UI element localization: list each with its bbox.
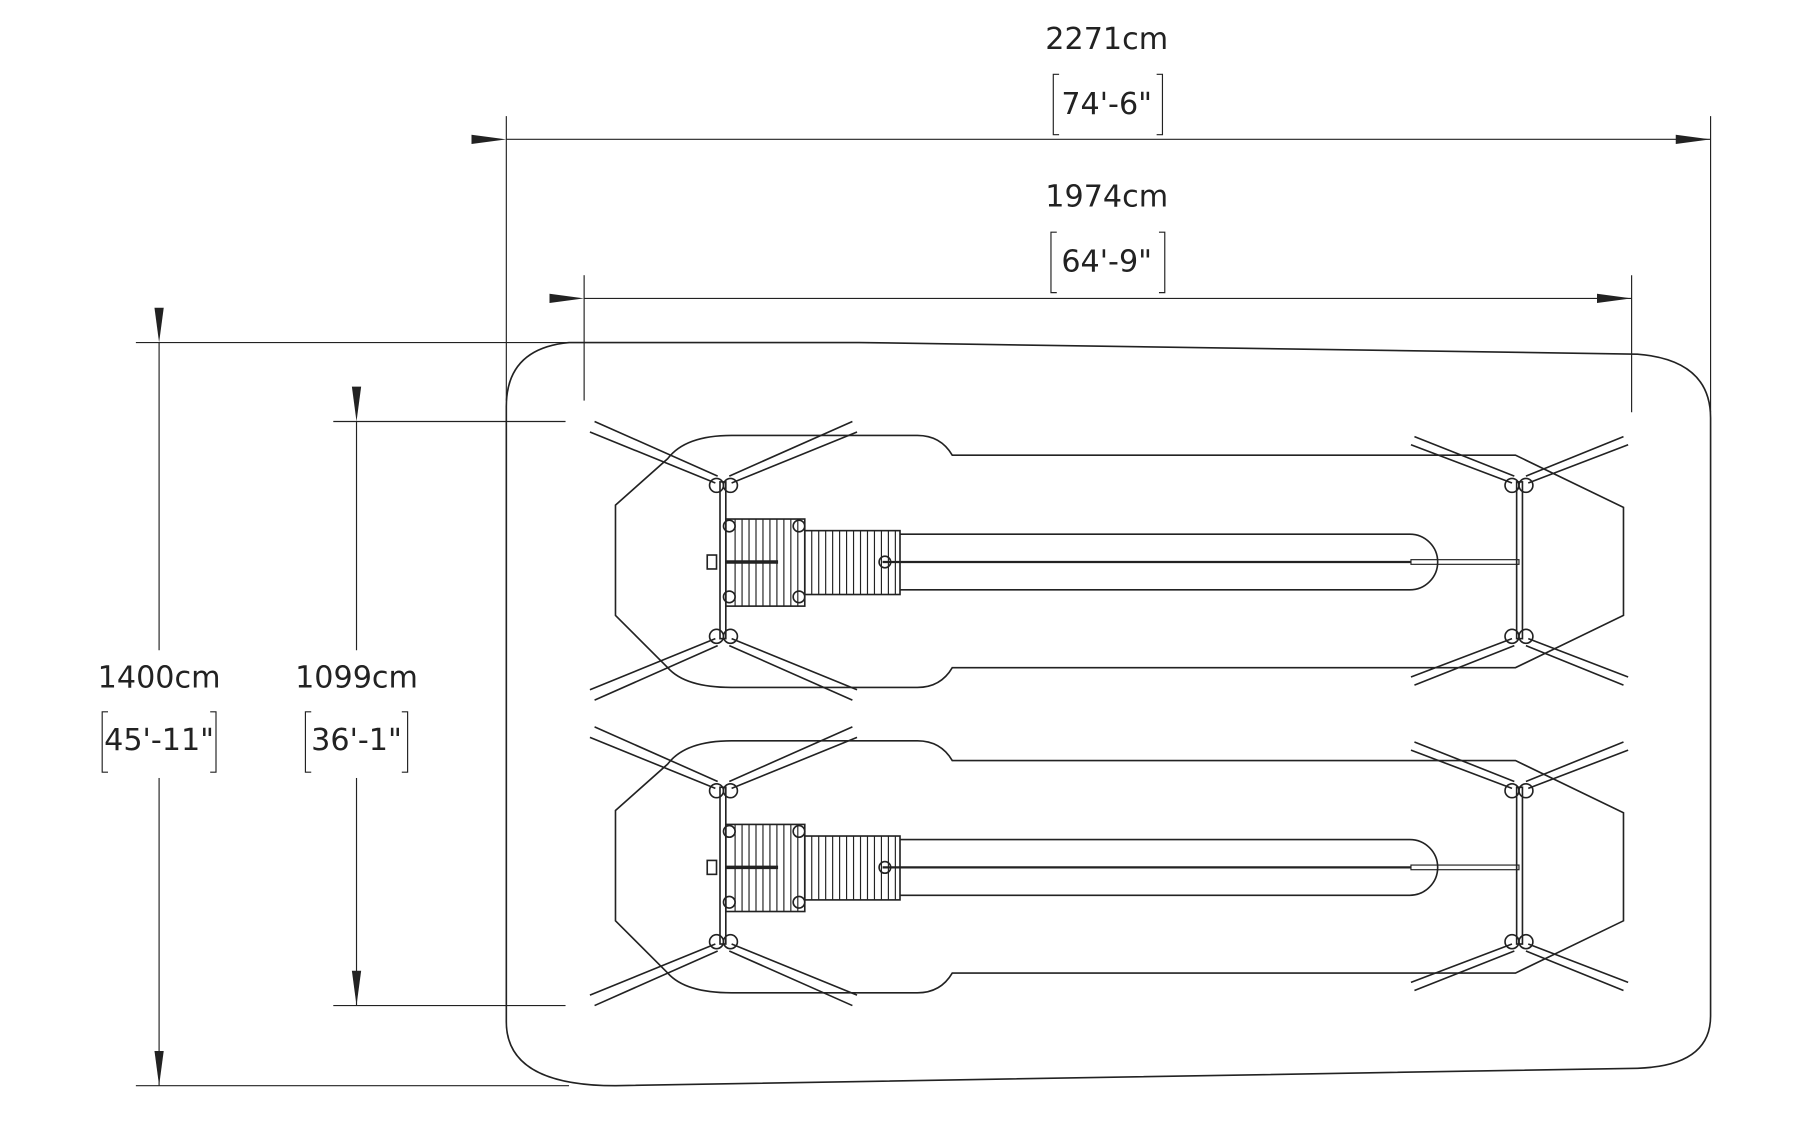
pool-length-metric: 1974cm [1045, 180, 1168, 215]
site-boundary [505, 341, 1712, 1087]
overall-width-metric: 1400cm [98, 660, 221, 695]
overall-length-imperial: 74'-6" [1061, 87, 1152, 122]
overall-width-imperial: 45'-11" [104, 723, 214, 758]
pool-unit-lower [588, 725, 1630, 1008]
dimension-overall-width: 1400cm 45'-11" [87, 307, 570, 1087]
pool-unit-upper [588, 419, 1630, 702]
pool-length-imperial: 64'-9" [1061, 245, 1152, 280]
dimension-overall-length: 2271cm 74'-6" [471, 22, 1712, 413]
overall-length-metric: 2271cm [1045, 22, 1168, 57]
dimension-pool-width: 1099cm 36'-1" [284, 386, 566, 1007]
pool-width-imperial: 36'-1" [311, 723, 402, 758]
pool-width-metric: 1099cm [295, 660, 418, 695]
dimension-pool-length: 1974cm 64'-9" [549, 180, 1633, 413]
